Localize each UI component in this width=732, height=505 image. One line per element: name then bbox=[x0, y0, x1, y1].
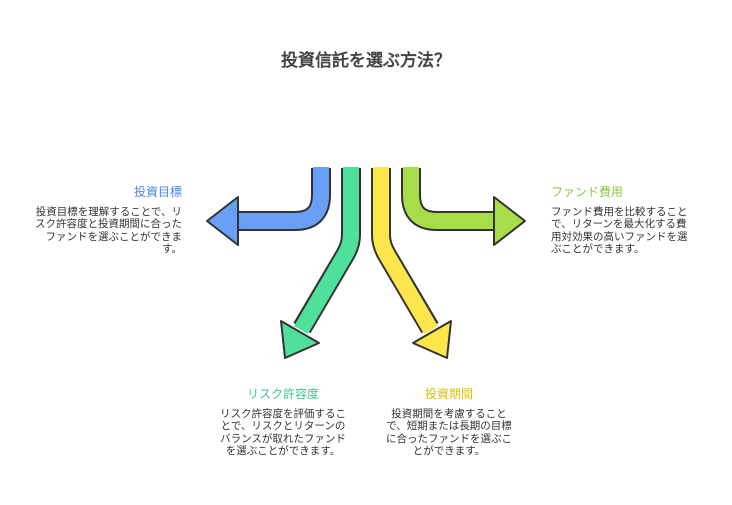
risk-block: リスク許容度 リスク許容度を評価することで、リスクとリターンのバランスが取れたフ… bbox=[216, 388, 350, 458]
arrow-goal bbox=[206, 167, 331, 246]
period-text: 投資期間を考慮することで、短期または長期の目標に合ったファンドを選ぶことができま… bbox=[386, 407, 512, 458]
cost-block: ファンド費用 ファンド費用を比較することで、リターンを最大化する費用対効果の高い… bbox=[551, 186, 691, 256]
arrow-period bbox=[371, 167, 452, 359]
page-title: 投資信託を選ぶ方法？ bbox=[281, 51, 451, 71]
period-block: 投資期間 投資期間を考慮することで、短期または長期の目標に合ったファンドを選ぶこ… bbox=[384, 388, 514, 458]
arrow-risk bbox=[280, 167, 361, 359]
arrow-cost bbox=[401, 167, 526, 246]
goal-text: 投資目標を理解することで、リスク許容度と投資期間に合ったファンドを選ぶことができ… bbox=[35, 205, 182, 256]
risk-text: リスク許容度を評価することで、リスクとリターンのバランスが取れたファンドを選ぶこ… bbox=[220, 407, 346, 458]
cost-heading: ファンド費用 bbox=[551, 185, 624, 199]
period-heading: 投資期間 bbox=[424, 387, 473, 401]
risk-heading: リスク許容度 bbox=[246, 387, 319, 401]
goal-block: 投資目標 投資目標を理解することで、リスク許容度と投資期間に合ったファンドを選ぶ… bbox=[32, 186, 182, 256]
cost-text: ファンド費用を比較することで、リターンを最大化する費用対効果の高いファンドを選ぶ… bbox=[551, 205, 688, 256]
goal-heading: 投資目標 bbox=[133, 185, 182, 199]
